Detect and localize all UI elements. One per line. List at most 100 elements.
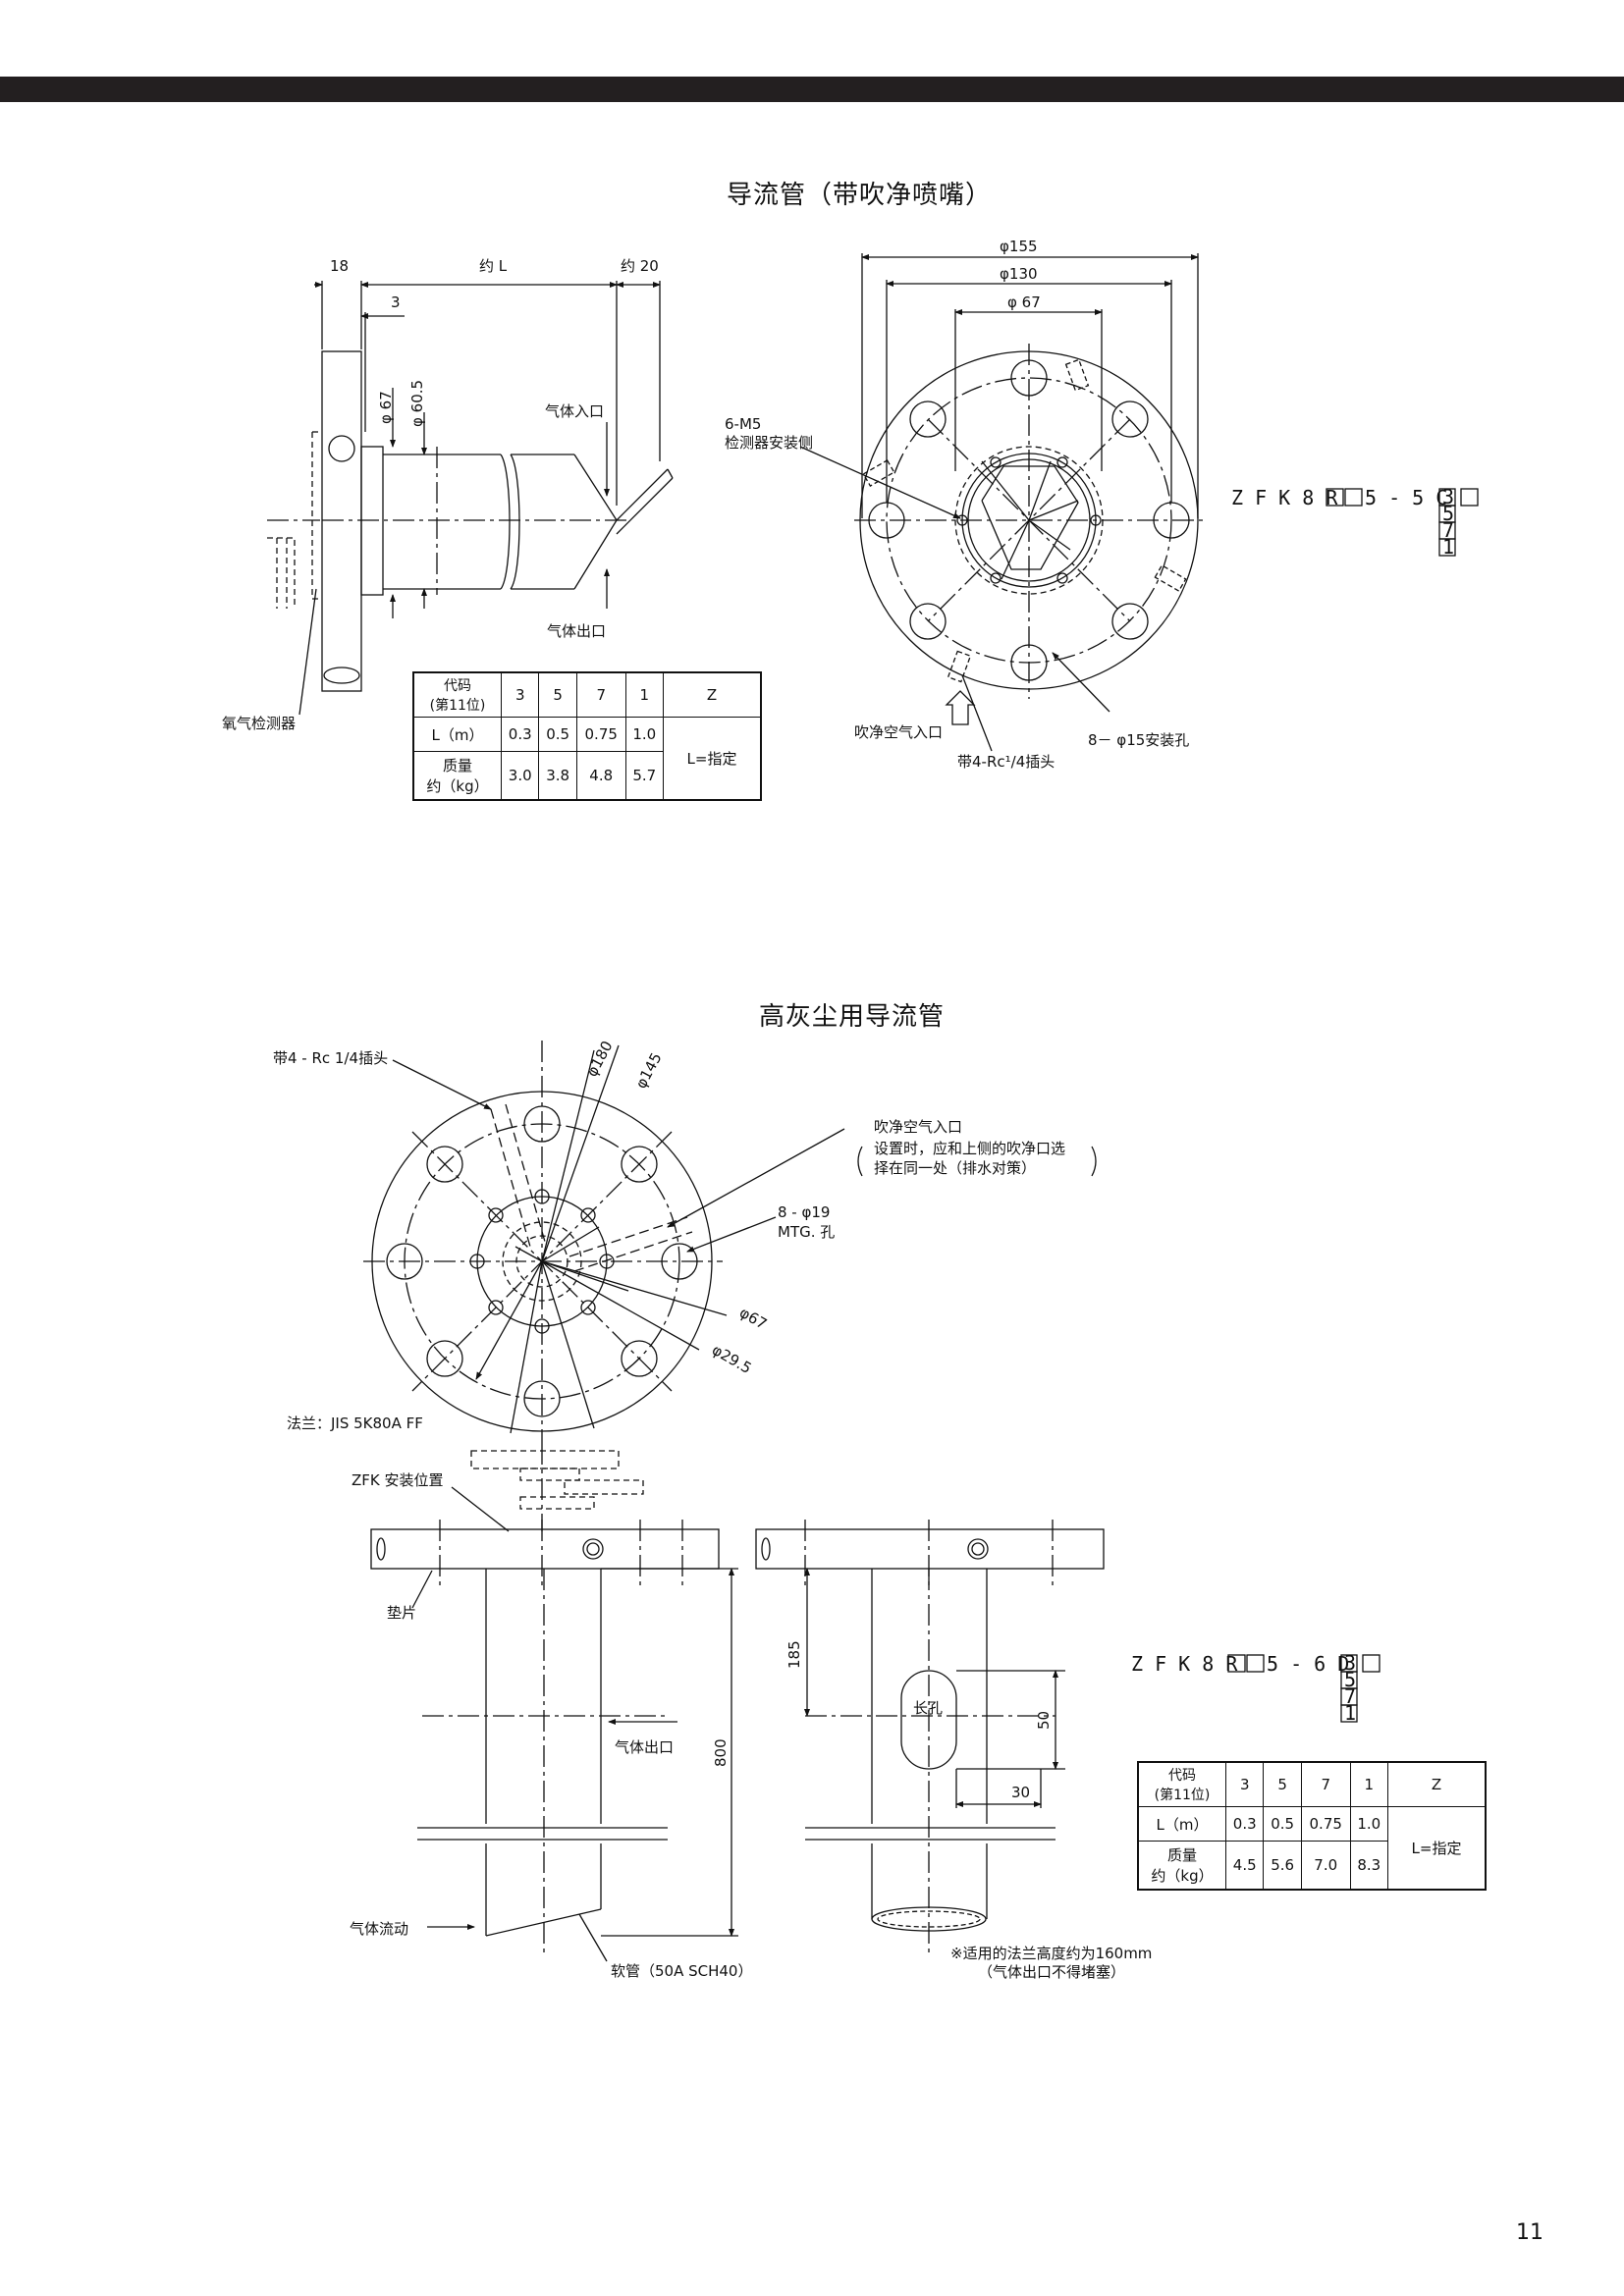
dim-3: 3	[391, 294, 401, 311]
spec-table-2: 代码 (第11位) 3 5 7 1 Z L（m） 0.3 0.5 0.75 1.…	[1137, 1761, 1487, 1891]
table-cell: 3	[500, 671, 540, 718]
table-cell: 1	[1349, 1761, 1389, 1807]
table-cell: 3.0	[500, 751, 540, 801]
zfk-position-label: ZFK 安装位置	[352, 1471, 444, 1489]
table-row: 质量 约（kg） 3.0 3.8 4.8 5.7	[412, 751, 761, 801]
model-prefix-1: Z F K 8 R	[1231, 486, 1338, 509]
table-cell: 0.3	[500, 717, 540, 752]
model-opt-2-1: 5	[1344, 1668, 1356, 1691]
slot-label: 长孔	[913, 1699, 943, 1717]
oxygen-detector-label: 氧气检测器	[222, 715, 296, 732]
dim-800: 800	[712, 1738, 730, 1767]
side-view-1	[267, 281, 674, 716]
holes-label-2a: 8 - φ19	[778, 1203, 830, 1221]
table-cell: 0.75	[575, 717, 626, 752]
dim-approx-20: 约 20	[621, 257, 659, 275]
m5-label: 6-M5	[725, 415, 761, 433]
side-view-2	[370, 1443, 1105, 1962]
purge-note2: 择在同一处（排水对策）	[874, 1159, 1036, 1177]
table-cell: 7	[575, 671, 626, 718]
dim-phi130: φ130	[1000, 265, 1038, 283]
front-view-1	[799, 253, 1204, 752]
purge-in-label-2: 吹净空气入口	[874, 1118, 962, 1136]
table-cell: 5.7	[624, 751, 665, 801]
table-cell: 8.3	[1349, 1841, 1389, 1891]
table-cell: 代码 (第11位)	[1137, 1761, 1226, 1807]
table-cell: 0.75	[1300, 1806, 1351, 1842]
model-code-boxes-1	[1326, 488, 1479, 557]
table-cell: 5	[538, 671, 577, 718]
purge-in-label: 吹净空气入口	[854, 723, 943, 741]
flange-label: 法兰：JIS 5K80A FF	[287, 1415, 423, 1432]
table-cell: Z	[663, 671, 762, 718]
section2-title: 高灰尘用导流管	[759, 1002, 946, 1032]
model-opt-1-0: 3	[1442, 485, 1454, 508]
tube-label: 软管（50A SCH40）	[611, 1962, 752, 1980]
table-cell: 4.5	[1224, 1841, 1265, 1891]
dim-phi605: φ 60.5	[408, 380, 426, 427]
gas-out-label-2: 气体出口	[615, 1738, 674, 1756]
dim-185: 185	[785, 1640, 803, 1669]
table-cell: L=指定	[663, 717, 762, 801]
table-row: L（m） 0.3 0.5 0.75 1.0 L=指定	[412, 717, 762, 801]
table-cell: 3.8	[538, 751, 577, 801]
gas-in-label: 气体入口	[545, 402, 604, 420]
purge-note1: 设置时，应和上侧的吹净口选	[874, 1140, 1065, 1157]
table-row: 代码 (第11位) 3 5 7 1 Z	[1137, 1761, 1487, 1807]
table-cell: 0.5	[538, 717, 577, 752]
dim-phi295: φ29.5	[709, 1341, 754, 1377]
dim-50: 50	[1035, 1711, 1053, 1730]
dim-approx-l: 约 L	[479, 257, 508, 275]
table-cell: L=指定	[1387, 1806, 1487, 1891]
section2-labels: 带4 - Rc 1/4插头 φ180 φ145 吹净空气入口 设置时，应和上侧的…	[273, 1038, 1356, 1981]
model-opt-1-2: 7	[1442, 518, 1454, 542]
gasket-label: 垫片	[387, 1604, 416, 1622]
table-cell: 5	[1263, 1761, 1302, 1807]
model-mid-2: 5 - 6 D	[1267, 1652, 1349, 1676]
table-cell: L（m）	[412, 717, 502, 752]
model-prefix-2: Z F K 8 R	[1131, 1652, 1238, 1676]
table-cell: 质量 约（kg）	[1137, 1841, 1226, 1891]
spec-table-1: 代码 (第11位) 3 5 7 1 Z L（m） 0.3 0.5 0.75 1.…	[412, 671, 762, 801]
table-cell: 质量 约（kg）	[412, 751, 502, 801]
model-opt-2-0: 3	[1344, 1651, 1356, 1675]
section1-title: 导流管（带吹净喷嘴）	[727, 181, 993, 210]
model-mid-1: 5 - 5 C	[1365, 486, 1447, 509]
table-row: L（m） 0.3 0.5 0.75 1.0 L=指定	[1137, 1806, 1487, 1891]
table-cell: 代码 (第11位)	[412, 671, 502, 718]
plug-label: 带4-Rc¹/4插头	[957, 753, 1055, 771]
note1-label: ※适用的法兰高度约为160mm	[950, 1945, 1152, 1962]
section1-labels: 18 3 约 L 约 20 φ 67 φ 60.5 气体入口 气体出口 氧气检测…	[222, 238, 1454, 771]
table-cell: L（m）	[1137, 1806, 1226, 1842]
table-cell: 7	[1300, 1761, 1351, 1807]
dim-phi155: φ155	[1000, 238, 1038, 255]
table-cell: 0.5	[1263, 1806, 1302, 1842]
model-opt-1-3: 1	[1442, 535, 1454, 559]
table-cell: 1.0	[1349, 1806, 1389, 1842]
holes-label: 8－ φ15安装孔	[1088, 731, 1189, 749]
model-opt-1-1: 5	[1442, 502, 1454, 525]
table-row: 质量 约（kg） 4.5 5.6 7.0 8.3	[1137, 1841, 1486, 1891]
model-code-boxes-2	[1227, 1654, 1380, 1723]
dim-phi67: φ 67	[377, 391, 395, 424]
table-row: 代码 (第11位) 3 5 7 1 Z	[412, 671, 762, 718]
table-cell: 1	[624, 671, 665, 718]
gas-flow-label: 气体流动	[350, 1920, 408, 1938]
gas-out-label: 气体出口	[547, 622, 606, 640]
dim-18: 18	[330, 257, 349, 275]
table-cell: 0.3	[1224, 1806, 1265, 1842]
dim-phi180: φ180	[583, 1038, 617, 1079]
dim-30: 30	[1011, 1784, 1030, 1801]
table-cell: Z	[1387, 1761, 1487, 1807]
dim-phi67-2: φ67	[736, 1304, 770, 1333]
holes-label-2b: MTG. 孔	[778, 1223, 835, 1241]
detector-side-label: 检测器安装侧	[725, 434, 813, 452]
table-cell: 3	[1224, 1761, 1265, 1807]
page-number: 11	[1516, 2220, 1543, 2245]
dim-phi67b: φ 67	[1007, 294, 1041, 311]
table-cell: 5.6	[1263, 1841, 1302, 1891]
note2-label: （气体出口不得堵塞）	[978, 1963, 1125, 1981]
table-cell: 1.0	[624, 717, 665, 752]
table-cell: 7.0	[1300, 1841, 1351, 1891]
